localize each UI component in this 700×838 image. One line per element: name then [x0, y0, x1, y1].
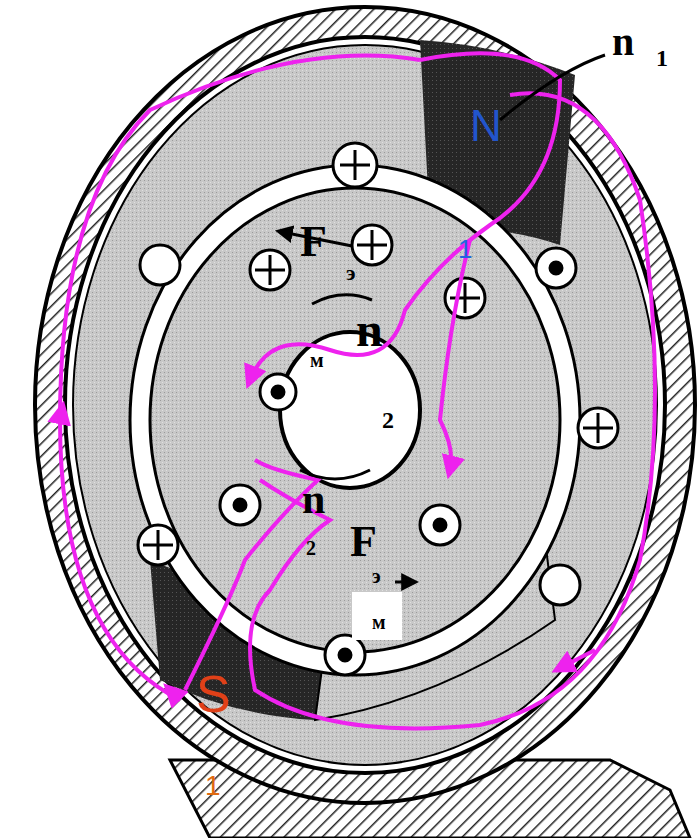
subscript: 2	[306, 538, 316, 558]
current-label: 1	[458, 236, 472, 262]
pole-label: S	[196, 668, 231, 720]
subscript: м	[372, 612, 386, 632]
speed-label: n	[612, 22, 634, 62]
callout-number: 1	[205, 772, 221, 800]
speed-label: n	[356, 306, 383, 354]
speed-label: n	[302, 478, 325, 520]
subscript: э	[372, 566, 381, 586]
subscript: э	[346, 262, 356, 284]
subscript: м	[310, 350, 324, 370]
pole-label: N	[470, 104, 502, 148]
callout-number: 2	[382, 408, 394, 432]
subscript: 1	[656, 46, 668, 70]
force-label: F	[350, 520, 377, 564]
force-label: F	[300, 220, 327, 264]
